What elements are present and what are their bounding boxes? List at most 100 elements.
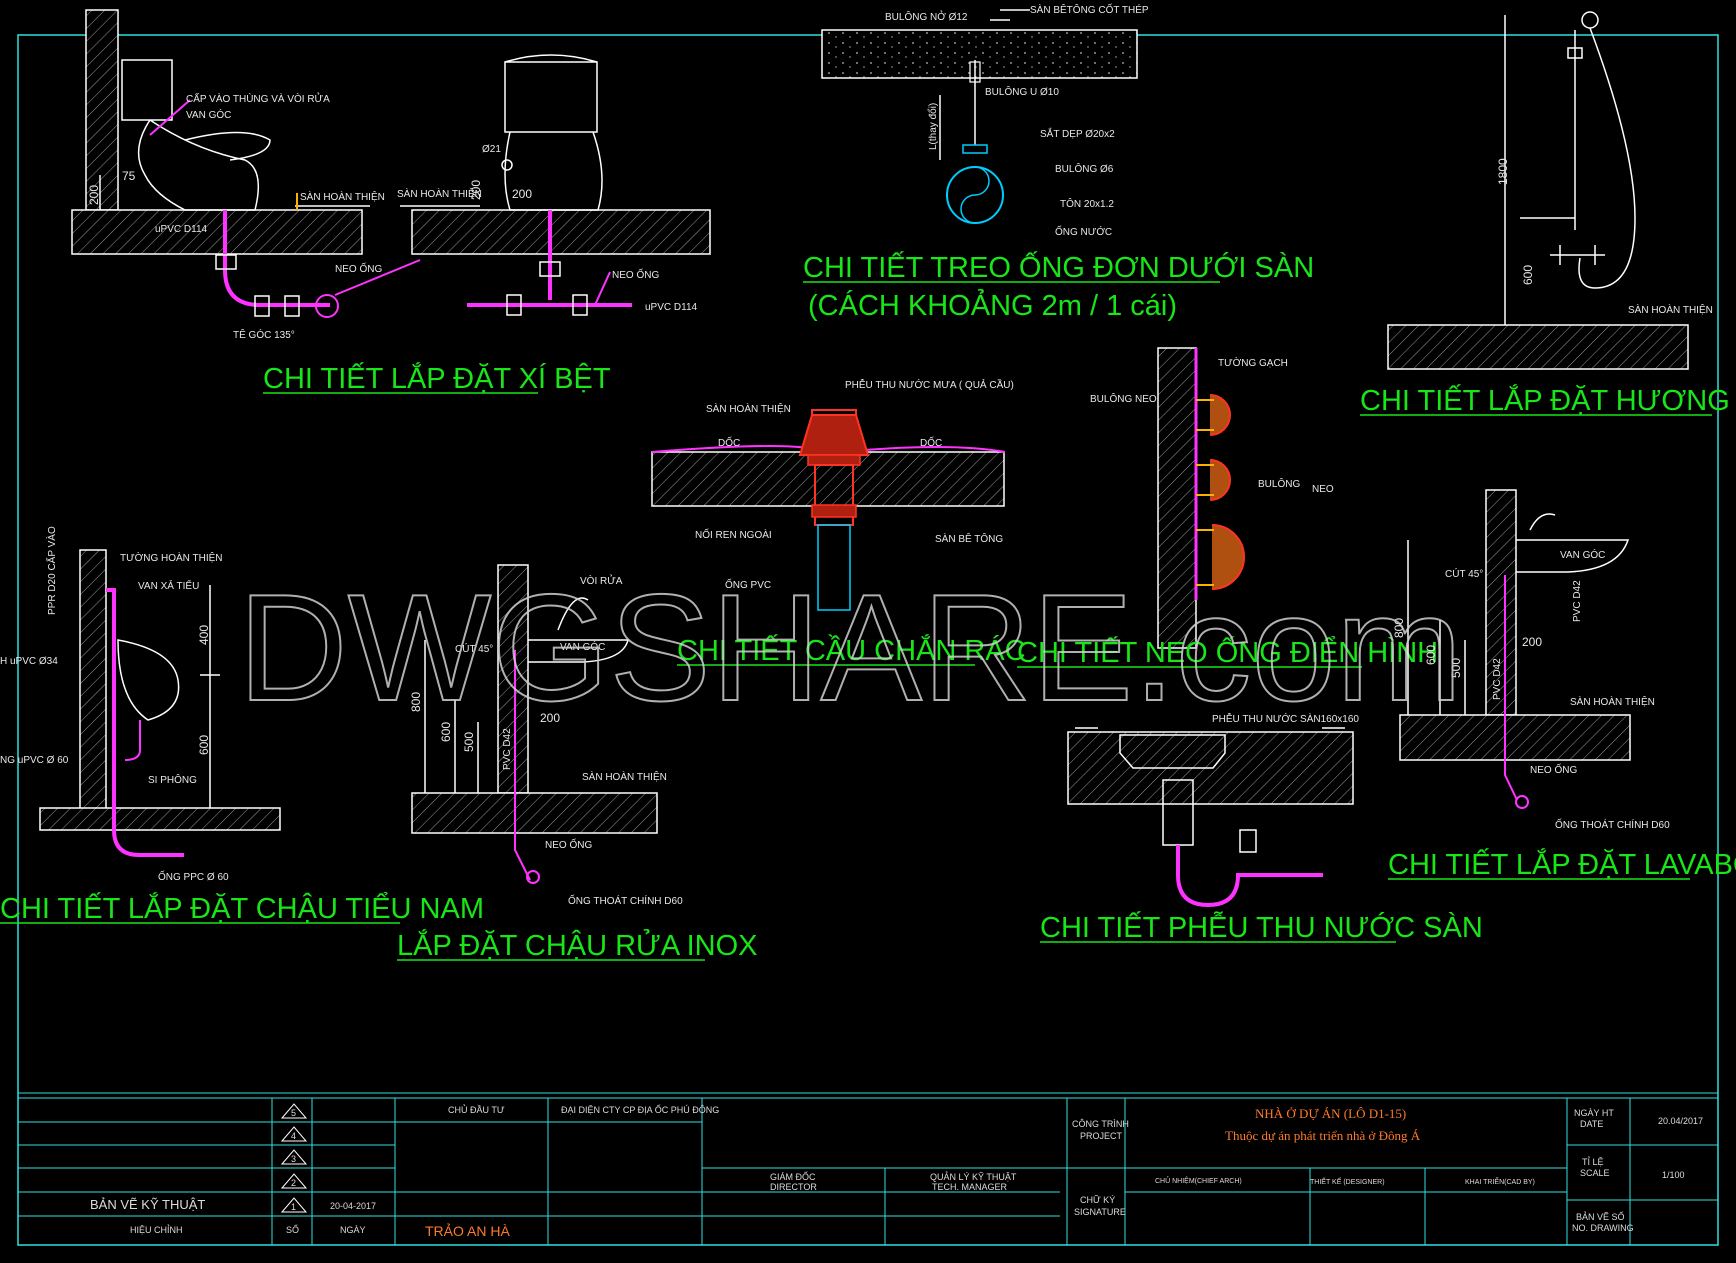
shower-dim-1800: 1800 [1496,158,1510,185]
watermark: DWGSHARE.com [238,563,1463,733]
lavabo-pvc42-note: PVC D42 [1572,580,1583,622]
ban-ve-so-label: BẢN VẼ SỐ [1576,1211,1625,1222]
toilet2-neo-note: NEO ỐNG [612,267,659,281]
toilet2-san-note: SÀN HOÀN THIỆN [397,187,482,200]
toilet-cap-note: CẤP VÀO THÙNG VÀ VÒI RỬA [186,92,330,105]
ngay-ht-label: NGÀY HT [1574,1108,1614,1118]
roof-drain-title: CHI TIẾT CẦU CHẮN RÁC [677,633,1026,667]
revision-5: 5 [291,1108,296,1118]
sink-san-note: SÀN HOÀN THIỆN [582,770,667,783]
toilet-van-note: VAN GÓC [186,108,231,121]
cong-trinh-label: CÔNG TRÌNH [1072,1119,1129,1129]
roof-san-note: SÀN HOÀN THIỆN [706,402,791,415]
chief-arch-label: CHỦ NHIỆM(CHIEF ARCH) [1155,1176,1242,1185]
roof-pheu-note: PHỄU THU NƯỚC MƯA ( QUẢ CẦU) [845,378,1014,391]
sink-dim-800: 800 [409,692,423,712]
hanger-bulong-no: BULÔNG NỞ Ø12 [885,10,968,23]
signature-label: SIGNATURE [1074,1207,1126,1217]
urinal-detail: TƯỜNG HOÀN THIỆN PPR D20 CẤP VÀO VAN XẢ … [0,526,281,883]
urinal-dim-400: 400 [197,625,211,645]
revision-1: 1 [291,1202,296,1212]
toilet2-dim-200b: 200 [512,187,532,201]
ti-le-label: TỈ LỆ [1582,1156,1604,1167]
scale-label: SCALE [1580,1168,1610,1178]
hanger-sat: SẮT DẸP Ø20x2 [1040,127,1115,140]
director-label: DIRECTOR [770,1182,817,1192]
lavabo-dim-500: 500 [1449,658,1463,678]
giam-doc-label: GIÁM ĐỐC [770,1171,816,1182]
shower-san-note: SÀN HOÀN THIỆN [1628,303,1713,316]
urinal-si-note: SI PHÔNG [148,773,197,786]
so-label: SỐ [286,1224,299,1235]
anchor-neo-note: NEO [1312,484,1334,495]
sink-cut-note: CÚT 45° [455,642,493,655]
hanger-san-bt: SÀN BÊTÔNG CỐT THÉP [1030,2,1149,16]
lavabo-san-note: SÀN HOÀN THIỆN [1570,695,1655,708]
toilet-detail-left: CẤP VÀO THÙNG VÀ VÒI RỬA VAN GÓC SÀN HOÀ… [71,9,421,341]
hanger-bulong6: BULÔNG Ø6 [1055,162,1114,175]
shower-detail: 1800 600 SÀN HOÀN THIỆN [1387,11,1713,370]
urinal-upvc60-note: NG uPVC Ø 60 [0,755,69,766]
hanger-ton: TÔN 20x1.2 [1060,197,1114,210]
signer-name: TRẢO AN HÀ [425,1223,510,1239]
hanger-title: CHI TIẾT TREO ỐNG ĐƠN DƯỚI SÀN [803,250,1314,284]
chu-ky-label: CHỮ KÝ [1080,1195,1115,1205]
title-block [17,1097,1719,1246]
urinal-tuong-note: TƯỜNG HOÀN THIỆN [120,551,223,564]
floor-drain-detail: PHỄU THU NƯỚC SÀN160x160 [1067,712,1359,908]
sink-pvc-note: PVC D42 [502,728,513,770]
urinal-upvc34-note: H uPVC Ø34 [0,656,58,667]
anchor-bulong-note: BULÔNG [1258,477,1300,490]
revision-markers: 5 4 3 2 1 [280,1103,308,1213]
shower-dim-600: 600 [1521,265,1535,285]
toilet-detail-right: SÀN HOÀN THIỆN Ø21 200 200 NEO ỐNG uPVC … [397,54,711,316]
sink-title: LẮP ĐẶT CHẬU RỬA INOX [397,928,758,962]
toilet-neo-note: NEO ỐNG [335,261,382,275]
sink-detail: VÒI RỬA CÚT 45° VAN GÓC 800 600 500 200 … [409,564,683,907]
lavabo-ong-note: ỐNG THOÁT CHÍNH D60 [1555,817,1670,831]
toilet-title: CHI TIẾT LẮP ĐẶT XÍ BỆT [263,361,611,395]
hanger-ong: ỐNG NƯỚC [1055,224,1112,238]
date-value: 20.04/2017 [1658,1116,1703,1126]
no-drawing-label: NO. DRAWING [1572,1223,1634,1233]
hanger-subtitle: (CÁCH KHOẢNG 2m / 1 cái) [808,288,1177,322]
cad-label: KHAI TRIỂN(CAD BY) [1465,1177,1535,1186]
hanger-bulong-u: BULÔNG U Ø10 [985,85,1059,98]
project-subtitle: Thuộc dự án phát triển nhà ở Đông Á [1225,1128,1421,1143]
lavabo-cut-note: CÚT 45° [1445,567,1483,580]
dai-dien-label: ĐẠI DIỆN CTY CP ĐỊA ỐC PHÚ ĐÔNG [561,1104,719,1115]
lavabo-dim-800: 800 [1392,618,1406,638]
urinal-dim-600: 600 [197,735,211,755]
toilet-dim-200: 200 [87,185,101,205]
toilet2-dim-200: 200 [469,180,483,200]
scale-value: 1/100 [1662,1170,1685,1180]
lavabo-pvc42b-note: PVC D42 [1492,658,1503,700]
revision-date: 20-04-2017 [330,1201,376,1211]
sink-neo-note: NEO ỐNG [545,837,592,851]
tech-manager-label: TECH. MANAGER [932,1182,1008,1192]
urinal-ong-note: ỐNG PPC Ø 60 [158,869,229,883]
quan-ly-label: QUẢN LÝ KỸ THUẬT [930,1171,1017,1182]
toilet2-d21-note: Ø21 [482,144,501,155]
revision-4: 4 [291,1131,296,1141]
roof-noi-note: NỐI REN NGOÀI [695,527,772,541]
roof-drain-detail: PHỄU THU NƯỚC MƯA ( QUẢ CẦU) SÀN HOÀN TH… [651,378,1014,611]
sink-van-note: VAN GÓC [560,640,605,653]
toilet2-upvc-note: uPVC D114 [645,302,698,313]
anchor-detail: TƯỜNG GẠCH BULÔNG NEO BULÔNG NEO [1090,347,1334,649]
floor-pheu-note: PHỄU THU NƯỚC SÀN160x160 [1212,712,1359,725]
revision-2: 2 [291,1178,296,1188]
urinal-title: CHI TIẾT LẮP ĐẶT CHẬU TIỂU NAM [0,891,484,925]
hieu-chinh-label: HIỆU CHỈNH [130,1224,183,1235]
sink-voi-note: VÒI RỬA [580,574,623,587]
lavabo-dim-600: 600 [1424,645,1438,665]
shower-title: CHI TIẾT LẮP ĐẶT HƯƠNG SEN [1360,383,1736,417]
anchor-bulong-neo-note: BULÔNG NEO [1090,392,1157,405]
sink-dim-600: 600 [439,722,453,742]
project-name: NHÀ Ở DỰ ÁN (LÔ D1-15) [1255,1106,1406,1121]
sink-ong-note: ỐNG THOÁT CHÍNH D60 [568,893,683,907]
lavabo-title: CHI TIẾT LẮP ĐẶT LAVABO [1388,847,1736,881]
urinal-van-note: VAN XẢ TIỂU [138,579,199,592]
project-label: PROJECT [1080,1131,1123,1141]
